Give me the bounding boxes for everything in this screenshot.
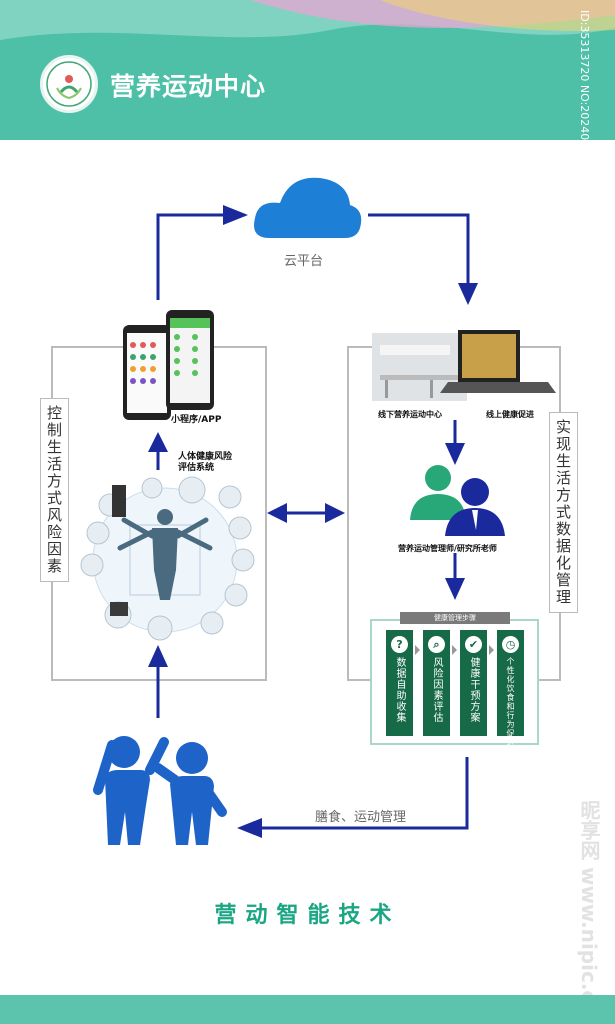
left-vertical-label-box: 控制生活方式风险因素 <box>40 398 69 582</box>
managers-label: 营养运动管理师/研究所老师 <box>398 544 497 553</box>
header-banner <box>0 0 615 140</box>
clock-icon: ◷ <box>502 636 519 653</box>
cloud-label: 云平台 <box>284 254 324 269</box>
body-assessment-image <box>80 476 255 641</box>
step-risk-assessment: ⌕ 风险因素评估 <box>423 630 450 736</box>
users-icon <box>93 736 227 845</box>
watermark-site: 昵享网 www.nipic.cn <box>577 800 601 1017</box>
steps-title-bg <box>400 612 510 624</box>
right-vertical-label: 实现生活方式数据化管理 <box>554 419 572 606</box>
steps-title: 健康管理步骤 <box>434 614 476 622</box>
system-label-1: 人体健康风险 <box>178 452 233 462</box>
logo <box>40 55 98 113</box>
page-title: 营养运动中心 <box>110 72 267 101</box>
step-data-collection: ? 数据自助收集 <box>386 630 413 736</box>
footer-bar <box>0 995 615 1024</box>
step-personalized: ◷ 个性化饮食和行为促进 <box>497 630 524 747</box>
return-arrow-label: 膳食、运动管理 <box>315 810 407 825</box>
step-intervention: ✔ 健康干预方案 <box>460 630 487 736</box>
step-label: 健康干预方案 <box>468 657 479 723</box>
arrow-to-cloud <box>156 213 245 300</box>
header-wave-decoration <box>0 0 615 40</box>
arrow-from-cloud <box>368 213 470 290</box>
step-label: 数据自助收集 <box>394 657 405 723</box>
system-label-2: 评估系统 <box>178 463 215 473</box>
watermark-id: ID:35313720 NO:20240427123035583101 <box>578 10 591 246</box>
arrow-return <box>245 757 469 830</box>
phone-app-image <box>123 310 214 420</box>
right-vertical-label-box: 实现生活方式数据化管理 <box>549 412 578 613</box>
phone-label: 小程序/APP <box>171 415 222 425</box>
step-label: 风险因素评估 <box>431 657 442 723</box>
question-icon: ? <box>391 636 408 653</box>
cloud-icon <box>254 177 362 238</box>
step-label: 个性化饮食和行为促进 <box>506 657 515 747</box>
left-vertical-label: 控制生活方式风险因素 <box>45 405 63 575</box>
offline-label: 线下营养运动中心 <box>378 410 442 419</box>
bottom-title: 营动智能技术 <box>214 903 401 928</box>
laptop-image <box>440 330 556 393</box>
online-label: 线上健康促进 <box>486 410 534 419</box>
check-icon: ✔ <box>465 636 482 653</box>
search-icon: ⌕ <box>428 636 445 653</box>
managers-icon <box>410 465 505 536</box>
